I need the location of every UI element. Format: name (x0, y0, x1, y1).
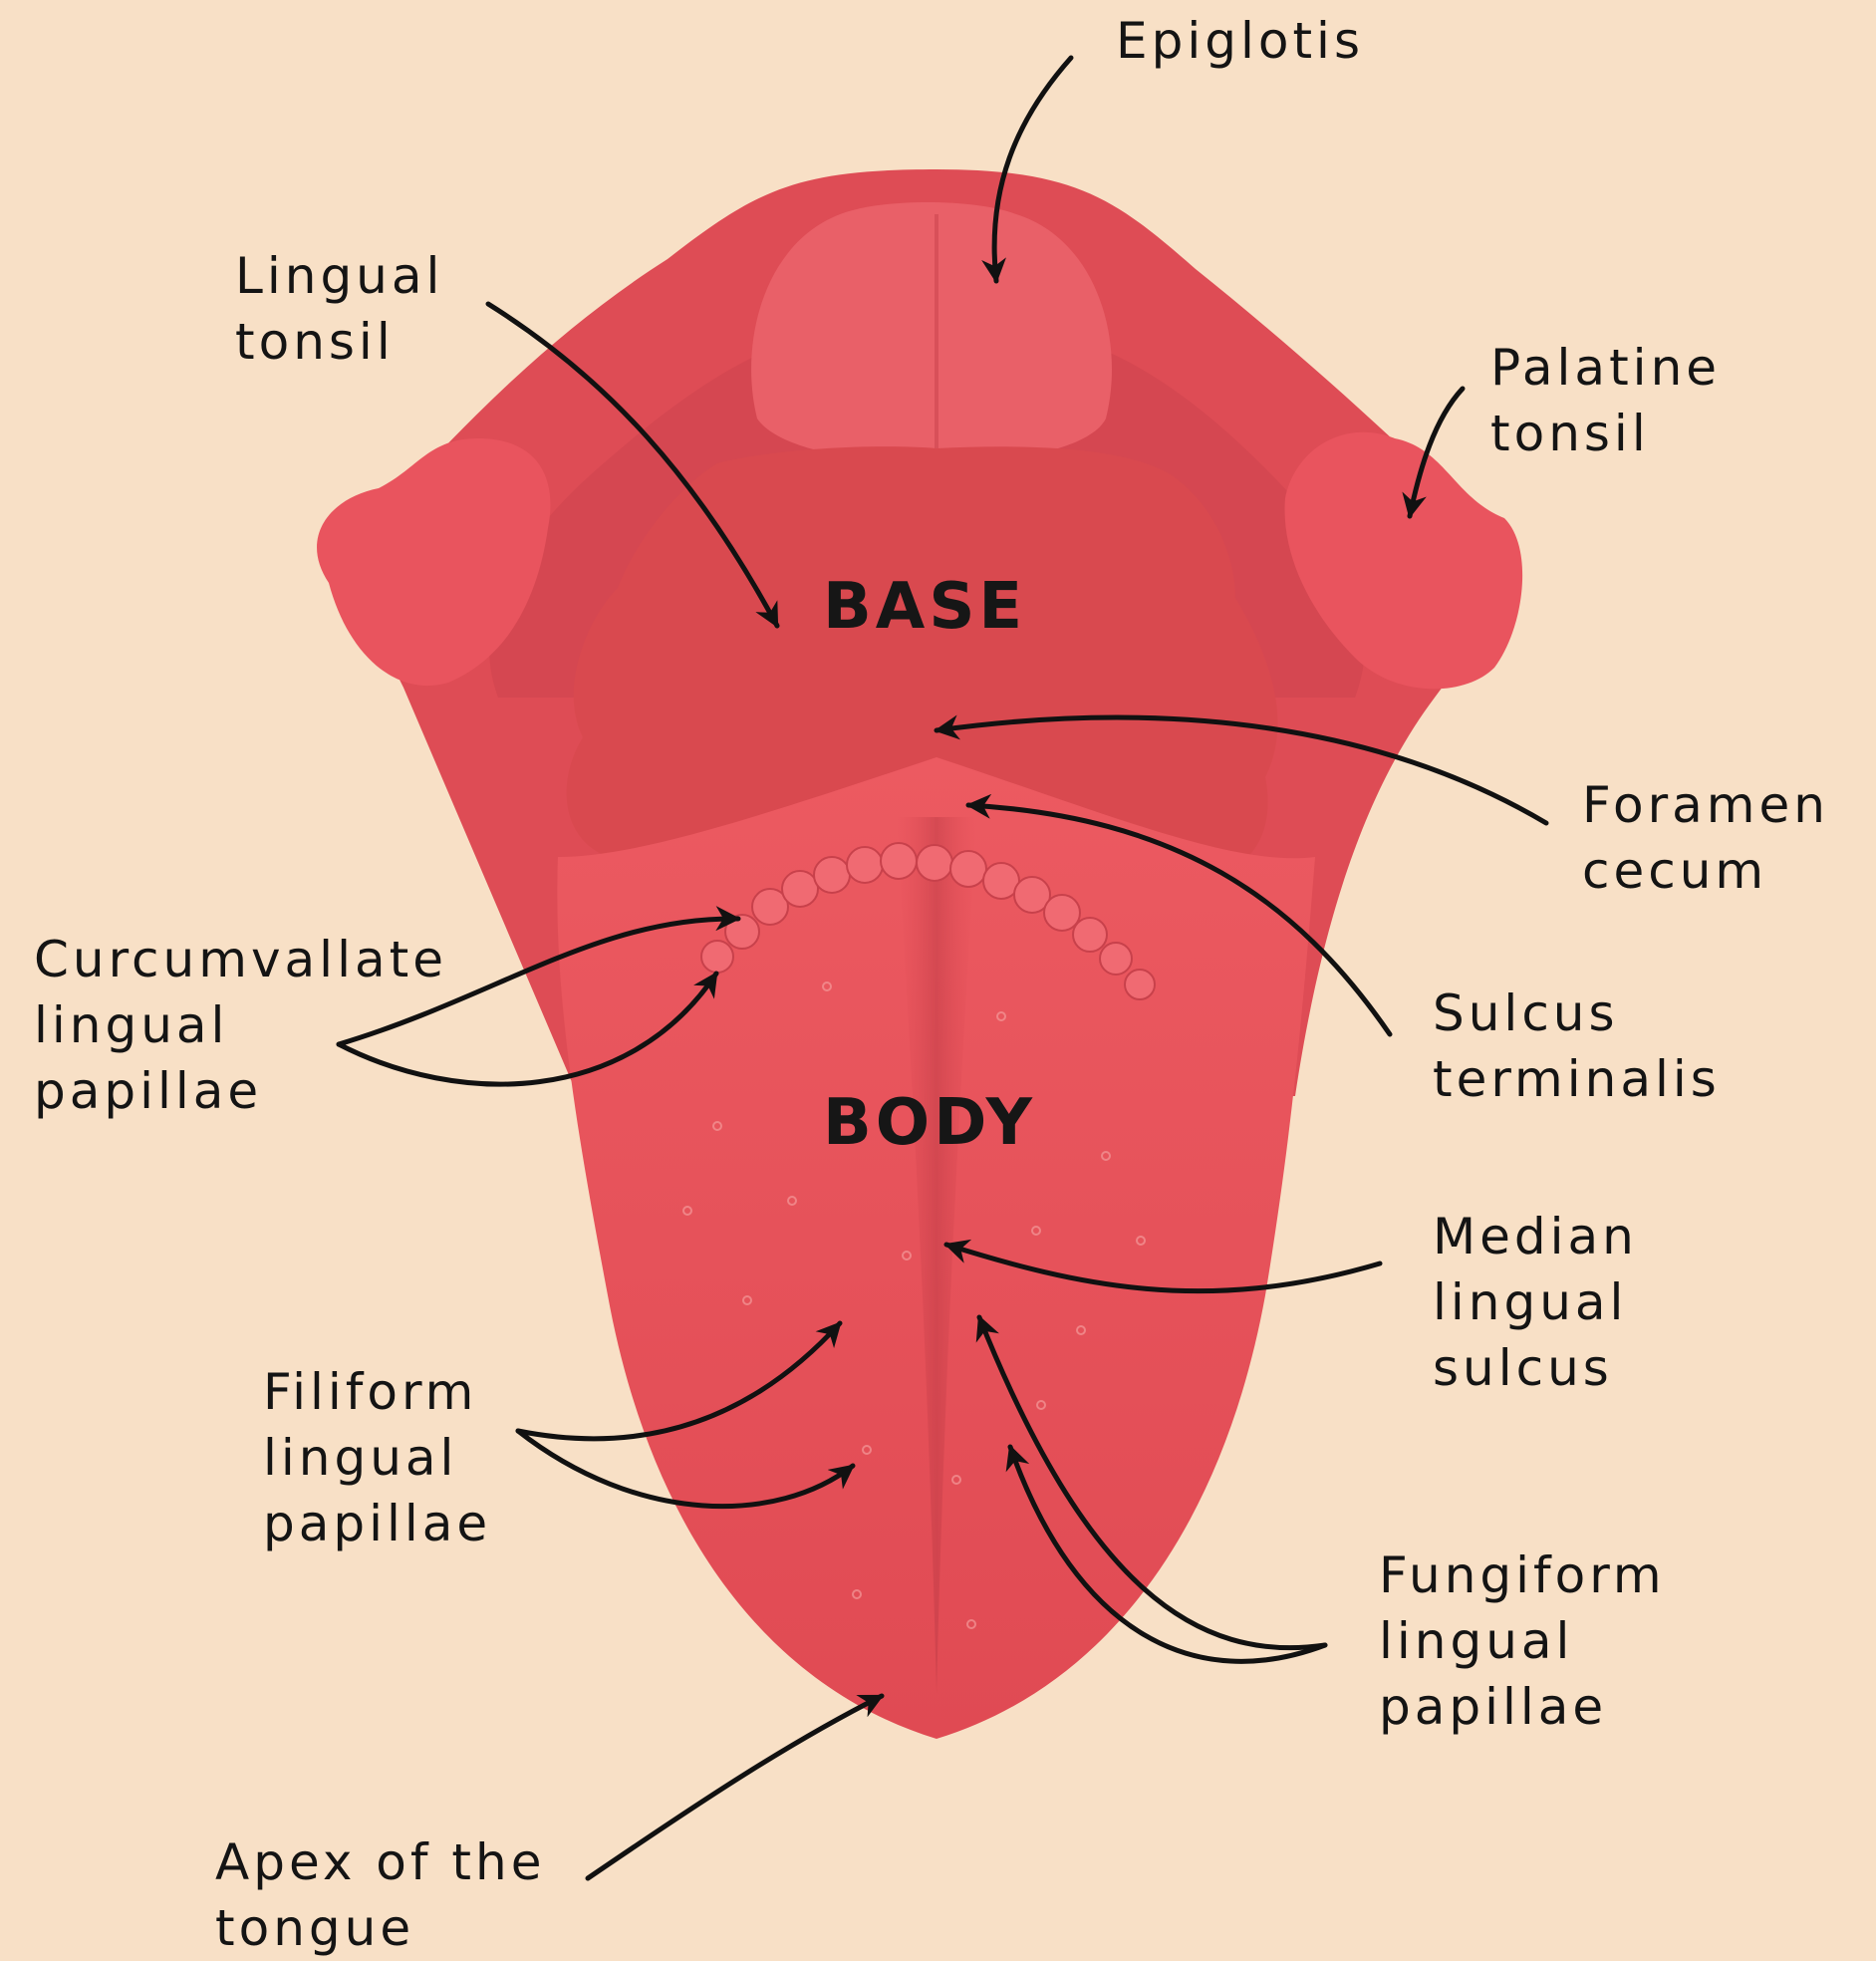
region-label-body: BODY (823, 1086, 1036, 1160)
label-line: Sulcus (1433, 980, 1721, 1046)
label-line: lingual (1433, 1269, 1638, 1335)
label-apex: Apex of the tongue (215, 1829, 545, 1961)
epiglottis-shape (751, 202, 1112, 463)
label-line: sulcus (1433, 1335, 1638, 1401)
label-foramen-cecum: Foramen cecum (1582, 772, 1829, 904)
region-label-base: BASE (823, 570, 1026, 644)
label-line: Palatine (1490, 335, 1721, 401)
label-line: Curcumvallate (34, 927, 447, 992)
label-line: Median (1433, 1204, 1638, 1269)
label-line: Apex of the (215, 1829, 545, 1895)
label-line: tongue (215, 1895, 545, 1961)
label-line: Filiform (263, 1359, 491, 1425)
label-line: tonsil (235, 309, 443, 375)
label-line: tonsil (1490, 401, 1721, 466)
label-line: Epiglotis (1116, 8, 1364, 74)
label-fungiform-papillae: Fungiform lingual papillae (1379, 1542, 1666, 1740)
label-sulcus-terminalis: Sulcus terminalis (1433, 980, 1721, 1112)
label-circumvallate-papillae: Curcumvallate lingual papillae (34, 927, 447, 1124)
label-line: terminalis (1433, 1046, 1721, 1112)
label-line: papillae (1379, 1674, 1666, 1740)
label-palatine-tonsil: Palatine tonsil (1490, 335, 1721, 466)
label-lingual-tonsil: Lingual tonsil (235, 243, 443, 375)
label-epiglotis: Epiglotis (1116, 8, 1364, 74)
label-line: papillae (34, 1058, 447, 1124)
label-filiform-papillae: Filiform lingual papillae (263, 1359, 491, 1556)
label-line: lingual (34, 992, 447, 1058)
label-line: papillae (263, 1491, 491, 1556)
label-line: cecum (1582, 838, 1829, 904)
label-line: Foramen (1582, 772, 1829, 838)
arrow-apex (588, 1696, 882, 1878)
label-median-lingual-sulcus: Median lingual sulcus (1433, 1204, 1638, 1401)
label-line: Fungiform (1379, 1542, 1666, 1608)
label-line: Lingual (235, 243, 443, 309)
label-line: lingual (263, 1425, 491, 1491)
label-line: lingual (1379, 1608, 1666, 1674)
